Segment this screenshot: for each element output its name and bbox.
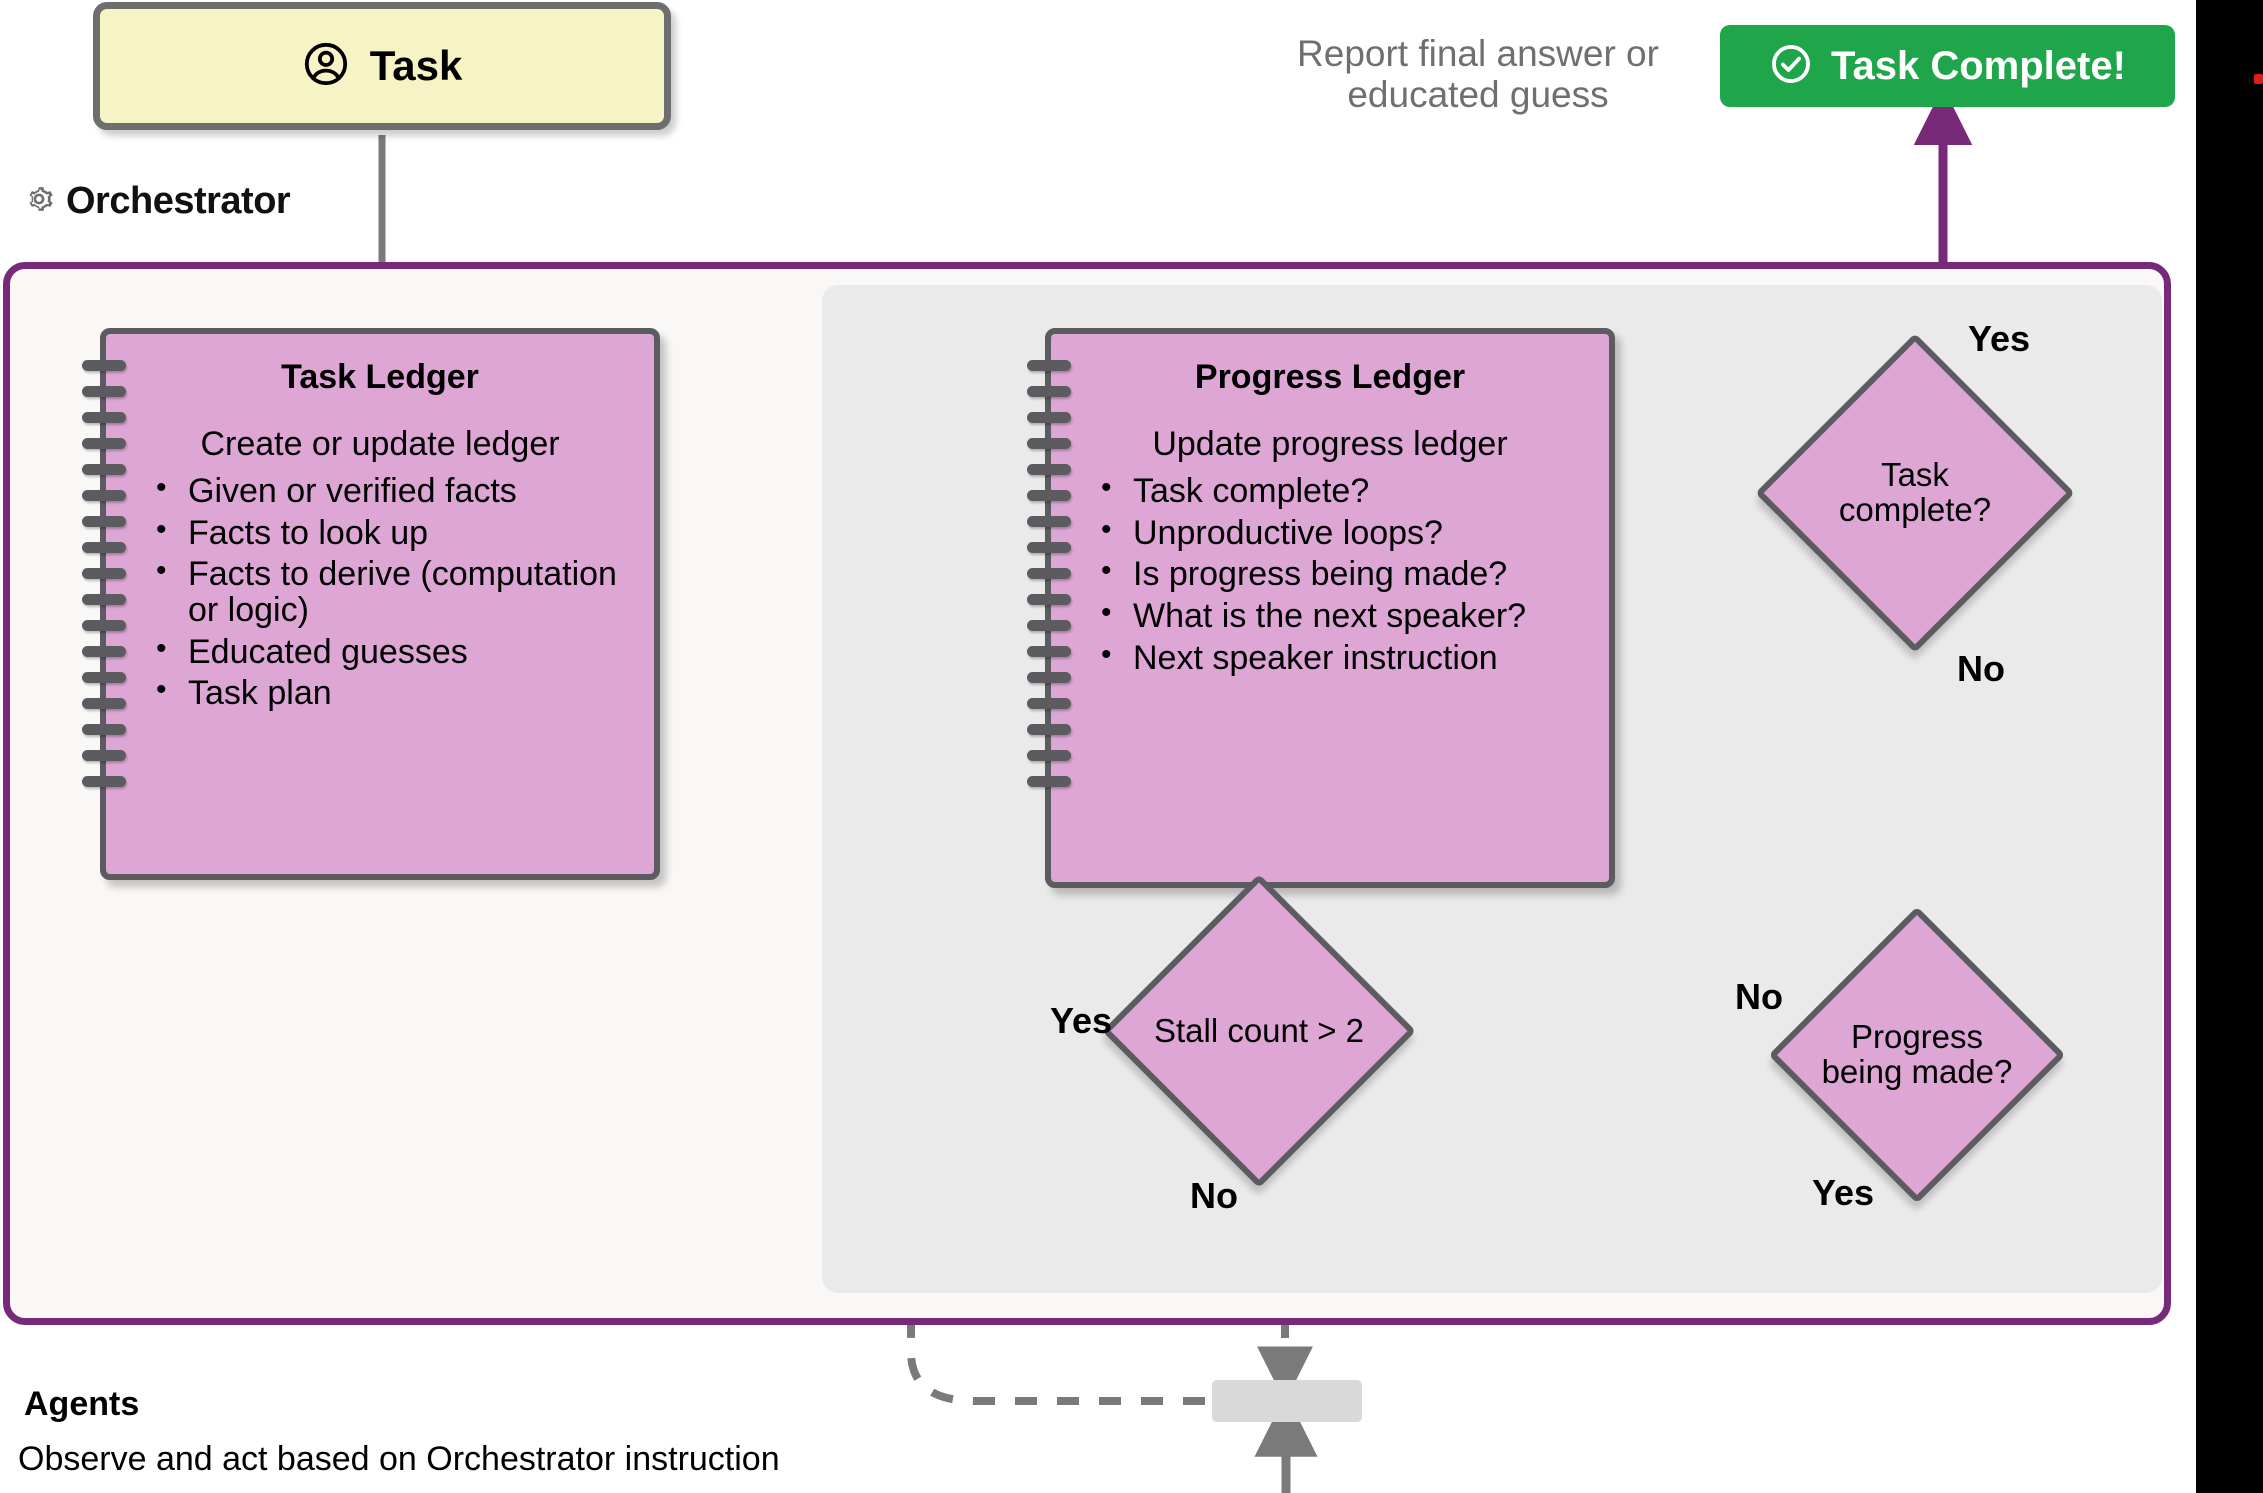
- decision-progress-being-made: Progress being made?: [1768, 906, 2066, 1204]
- task-ledger-card: Task Ledger Create or update ledger Give…: [82, 328, 660, 880]
- agents-section-description: Observe and act based on Orchestrator in…: [18, 1440, 780, 1478]
- task-ledger-subtitle: Create or update ledger: [200, 425, 560, 463]
- edge-label-progress-made-yes: Yes: [1812, 1172, 1875, 1213]
- edge-label-stall-count-yes: Yes: [1050, 1000, 1113, 1041]
- task-ledger-list: Given or verified facts Facts to look up…: [106, 472, 654, 712]
- report-note-line1: Report final answer or: [1297, 33, 1659, 74]
- report-final-answer-note: Report final answer or educated guess: [1243, 33, 1713, 116]
- list-item: Given or verified facts: [152, 472, 642, 510]
- agents-section-title: Agents: [24, 1385, 140, 1423]
- list-item: Unproductive loops?: [1097, 514, 1597, 552]
- decision-stall-count: Stall count > 2: [1102, 874, 1416, 1188]
- decision-progress-being-made-label: Progress being made?: [1821, 1018, 2013, 1090]
- right-edge-band: [2196, 0, 2263, 1493]
- list-item: Educated guesses: [152, 633, 642, 671]
- list-item: Facts to derive (computation or logic): [152, 555, 642, 628]
- decision-task-complete: Task complete?: [1755, 333, 2075, 653]
- list-item: What is the next speaker?: [1097, 597, 1597, 635]
- orchestrator-label-group: Orchestrator: [22, 180, 291, 223]
- progress-ledger-title: Progress Ledger: [1194, 358, 1466, 396]
- check-circle-icon: [1769, 42, 1813, 91]
- task-complete-badge-label: Task Complete!: [1831, 43, 2126, 88]
- progress-ledger-list: Task complete? Unproductive loops? Is pr…: [1051, 472, 1609, 677]
- gear-icon: [22, 182, 56, 221]
- decision-stall-count-label: Stall count > 2: [1153, 1011, 1365, 1049]
- progress-ledger-subtitle: Update progress ledger: [1152, 425, 1508, 463]
- edge-label-task-complete-no: No: [1957, 648, 2005, 689]
- edge-label-progress-made-no: No: [1735, 976, 1783, 1017]
- list-item: Task complete?: [1097, 472, 1597, 510]
- orchestrator-label-text: Orchestrator: [66, 180, 291, 222]
- spiral-binding-icon: [1027, 360, 1071, 802]
- task-ledger-title: Task Ledger: [281, 358, 479, 396]
- decision-task-complete-label: Task complete?: [1838, 456, 1992, 528]
- list-item: Next speaker instruction: [1097, 639, 1597, 677]
- user-circle-icon: [302, 40, 350, 93]
- agent-stub-box: [1212, 1380, 1362, 1422]
- red-dot-marker: [2254, 74, 2263, 84]
- task-box-label: Task: [369, 42, 463, 89]
- edge-label-task-complete-yes: Yes: [1968, 318, 2031, 359]
- spiral-binding-icon: [82, 360, 126, 802]
- task-input-box: Task: [93, 2, 671, 130]
- task-complete-badge: Task Complete!: [1720, 25, 2175, 107]
- list-item: Facts to look up: [152, 514, 642, 552]
- report-note-line2: educated guess: [1347, 74, 1609, 116]
- edge-label-stall-count-no: No: [1190, 1175, 1238, 1216]
- progress-ledger-card: Progress Ledger Update progress ledger T…: [1027, 328, 1615, 888]
- list-item: Task plan: [152, 674, 642, 712]
- list-item: Is progress being made?: [1097, 555, 1597, 593]
